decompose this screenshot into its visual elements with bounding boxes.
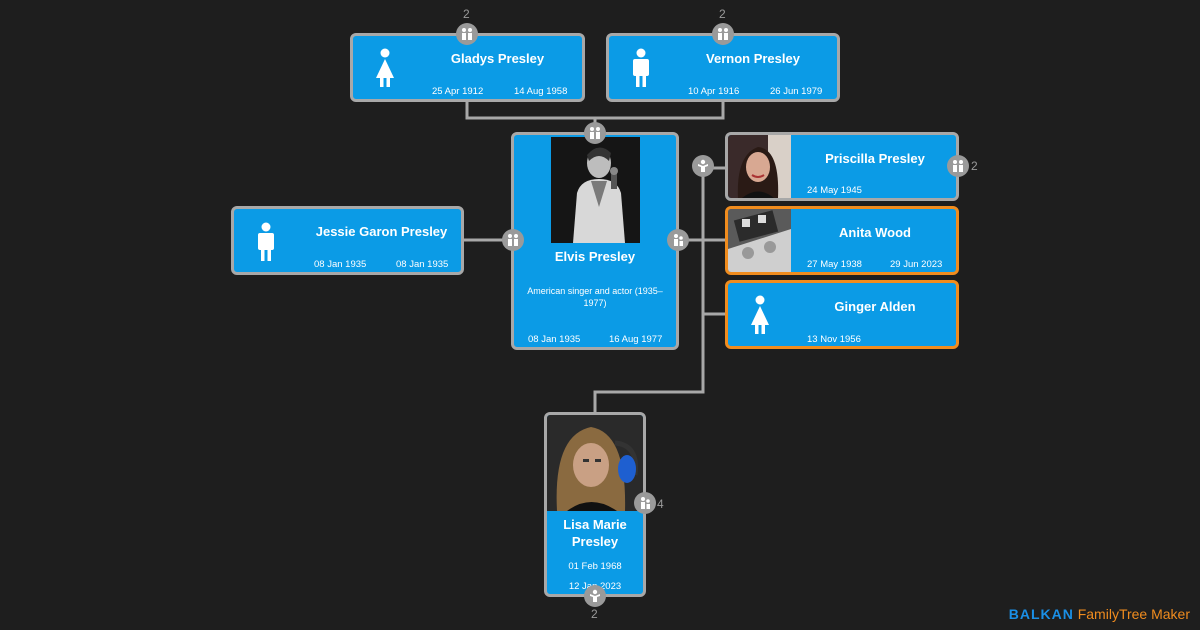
- person-name: Gladys Presley: [413, 51, 582, 66]
- partners-count: 4: [657, 497, 664, 511]
- children-icon: [716, 27, 730, 41]
- brand-logo[interactable]: BALKAN FamilyTree Maker: [1009, 606, 1190, 622]
- elvis-siblings-button[interactable]: [502, 229, 524, 251]
- elvis-photo: [551, 137, 640, 243]
- person-name: Lisa Marie Presley: [551, 516, 639, 550]
- person-name: Anita Wood: [794, 225, 956, 240]
- partners-icon: [671, 233, 685, 247]
- lisa-marie-photo: [547, 415, 643, 511]
- birth-date: 10 Apr 1916: [688, 86, 739, 97]
- partners-count: 2: [971, 159, 978, 173]
- person-name: Vernon Presley: [669, 51, 837, 66]
- vernon-children-button[interactable]: [712, 23, 734, 45]
- death-date: 14 Aug 1958: [514, 86, 567, 97]
- person-card-lisa-marie[interactable]: Lisa Marie Presley 01 Feb 1968 12 Jan 20…: [544, 412, 646, 597]
- child-icon: [588, 589, 602, 603]
- death-date: 16 Aug 1977: [609, 334, 662, 345]
- birth-date: 24 May 1945: [807, 185, 862, 196]
- person-description: American singer and actor (1935–1977): [520, 285, 670, 309]
- lisa-marie-partners-button[interactable]: [634, 492, 656, 514]
- death-date: 08 Jan 1935: [396, 259, 448, 270]
- death-date: 29 Jun 2023: [890, 259, 942, 270]
- person-name: Jessie Garon Presley: [302, 224, 461, 239]
- parents-link: [467, 100, 723, 118]
- brand-product: FamilyTree Maker: [1078, 606, 1190, 622]
- person-card-jessie[interactable]: Jessie Garon Presley 08 Jan 1935 08 Jan …: [231, 206, 464, 275]
- partners-icon: [638, 496, 652, 510]
- brand-name: BALKAN: [1009, 606, 1074, 622]
- birth-date: 08 Jan 1935: [528, 334, 580, 345]
- birth-date: 27 May 1938: [807, 259, 862, 270]
- female-icon: [375, 48, 395, 88]
- person-name: Ginger Alden: [794, 299, 956, 314]
- gladys-children-button[interactable]: [456, 23, 478, 45]
- children-icon: [460, 27, 474, 41]
- elvis-parents-button[interactable]: [584, 122, 606, 144]
- person-card-elvis[interactable]: Elvis Presley American singer and actor …: [511, 132, 679, 350]
- person-card-ginger[interactable]: Ginger Alden 13 Nov 1956: [725, 280, 959, 349]
- lisa-marie-children-button[interactable]: [584, 585, 606, 607]
- birth-date: 25 Apr 1912: [432, 86, 483, 97]
- person-card-priscilla[interactable]: Priscilla Presley 24 May 1945: [725, 132, 959, 201]
- female-icon: [750, 295, 770, 335]
- priscilla-partners-button[interactable]: [947, 155, 969, 177]
- person-name: Priscilla Presley: [794, 151, 956, 166]
- male-icon: [256, 222, 276, 262]
- child-icon: [696, 159, 710, 173]
- siblings-icon: [506, 233, 520, 247]
- person-card-anita[interactable]: Anita Wood 27 May 1938 29 Jun 2023: [725, 206, 959, 275]
- death-date: 26 Jun 1979: [770, 86, 822, 97]
- birth-date: 01 Feb 1968: [547, 561, 643, 572]
- children-count: 2: [591, 607, 598, 621]
- priscilla-photo: [728, 135, 791, 198]
- birth-date: 13 Nov 1956: [807, 334, 861, 345]
- parents-icon: [588, 126, 602, 140]
- male-icon: [631, 48, 651, 88]
- elvis-children-button[interactable]: [692, 155, 714, 177]
- children-count: 2: [719, 7, 726, 21]
- children-count: 2: [463, 7, 470, 21]
- person-name: Elvis Presley: [514, 249, 676, 264]
- elvis-partners-button[interactable]: [667, 229, 689, 251]
- birth-date: 08 Jan 1935: [314, 259, 366, 270]
- anita-photo: [728, 209, 791, 272]
- partners-icon: [951, 159, 965, 173]
